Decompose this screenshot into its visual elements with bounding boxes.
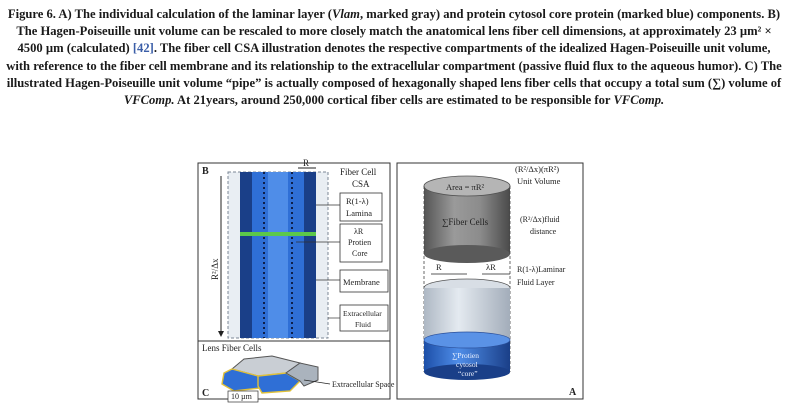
panel-c-letter: C xyxy=(202,388,209,399)
panel-a: A Area = πR² ∑Fiber Cells R λR ∑Protien … xyxy=(396,162,584,400)
figure-caption: Figure 6. A) The individual calculation … xyxy=(6,6,782,109)
caption-part-3: . The fiber cell CSA illustration denote… xyxy=(6,41,782,90)
extracellular-fluid-label-1: Extracellular xyxy=(343,309,382,318)
protein-core-box xyxy=(339,223,383,263)
panel-c: Lens Fiber Cells C Extracellular Space 1… xyxy=(197,340,395,403)
green-band xyxy=(240,232,316,236)
caption-vfcomp-2: VFComp. xyxy=(613,93,665,108)
sum-fiber-cells-label: ∑Fiber Cells xyxy=(442,217,489,227)
fluid-distance-formula: (R²/Δx)fluid xyxy=(520,215,560,224)
csa-label: CSA xyxy=(352,179,370,189)
laminar-fluid-label-1: R(1-λ)Laminar xyxy=(517,265,566,274)
lambda-r-label: λR xyxy=(486,262,496,272)
membrane-label: Membrane xyxy=(343,277,380,287)
unit-volume-formula: (R²/Δx)(πR²) xyxy=(515,164,559,174)
extracellular-fluid-label-2: Fluid xyxy=(355,320,371,329)
panel-b-top-r: R xyxy=(303,158,309,168)
protein-cytosol-label-1: ∑Protien xyxy=(452,351,479,360)
caption-vlam: Vlam xyxy=(331,7,360,21)
protein-cytosol-label-3: “core” xyxy=(458,369,478,378)
caption-vfcomp-1: VFComp. xyxy=(123,93,175,108)
fiber-cell-core xyxy=(268,172,288,338)
membrane-box xyxy=(339,269,389,293)
fluid-distance-label: distance xyxy=(530,227,557,236)
panel-b-side-label: R²/Δx xyxy=(210,258,220,280)
protein-core-label-2: Core xyxy=(352,249,368,258)
laminar-cylinder-body xyxy=(424,186,510,254)
caption-reference-link[interactable]: [42] xyxy=(132,41,154,56)
lamina-formula: R(1-λ) xyxy=(346,196,369,206)
panel-a-letter: A xyxy=(569,387,577,398)
protein-core-formula: λR xyxy=(354,227,364,236)
scale-bar-label: 10 µm xyxy=(231,392,253,401)
caption-part-1: Figure 6. A) The individual calculation … xyxy=(7,7,332,21)
extracellular-space-label: Extracellular Space xyxy=(332,380,395,389)
protein-cytosol-label-2: cytosol xyxy=(456,360,478,369)
area-label: Area = πR² xyxy=(446,182,485,192)
caption-part-2: , marked gray) and protein cytosol core … xyxy=(16,7,781,56)
panel-c-title: Lens Fiber Cells xyxy=(202,343,262,353)
unit-volume-label: Unit Volume xyxy=(517,176,561,186)
protein-core-label-1: Protien xyxy=(348,238,371,247)
caption-part-4: At 21years, around 250,000 cortical fibe… xyxy=(174,93,614,108)
panel-b: B R R²/Δx Fiber Cell CSA R(1-λ) Lamina λ… xyxy=(197,158,391,342)
extracellular-fluid-box xyxy=(339,304,389,332)
fiber-cell-label: Fiber Cell xyxy=(340,167,377,177)
panel-b-letter: B xyxy=(202,166,209,177)
laminar-fluid-label-2: Fluid Layer xyxy=(517,278,555,287)
lamina-box xyxy=(339,192,383,222)
lamina-label: Lamina xyxy=(346,208,372,218)
r-label: R xyxy=(436,262,442,272)
